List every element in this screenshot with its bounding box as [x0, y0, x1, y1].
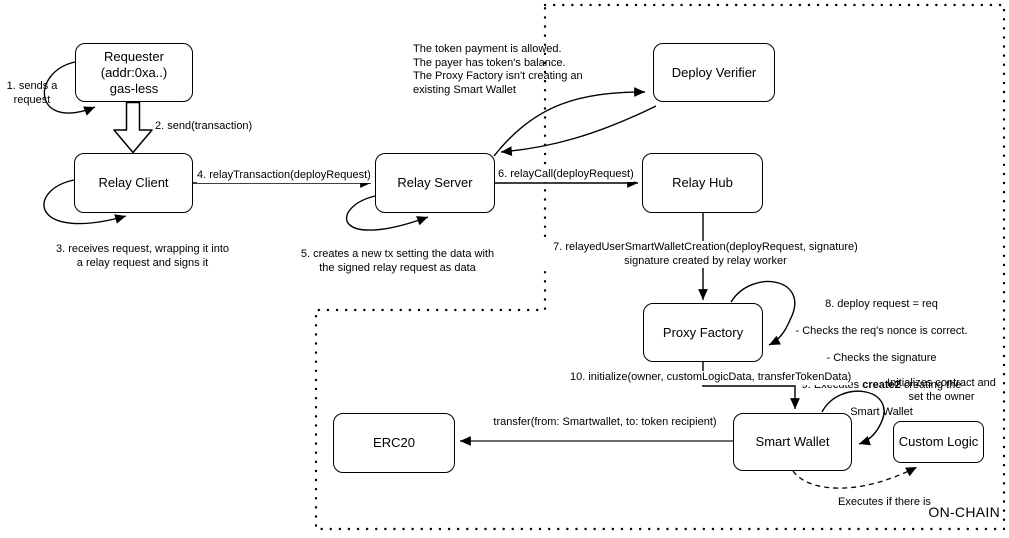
label-step8-line2: - Checks the req's nonce is correct. [795, 324, 968, 337]
label-step10: 10. initialize(owner, customLogicData, t… [570, 371, 852, 385]
label-step8-9: 8. deploy request = req - Checks the req… [778, 284, 985, 433]
label-step8-line1: 8. deploy request = req [825, 297, 938, 310]
node-requester: Requester (addr:0xa..) gas-less [75, 43, 193, 102]
node-smart-wallet: Smart Wallet [733, 413, 852, 471]
label-step7: 7. relayedUserSmartWalletCreation(deploy… [543, 241, 868, 268]
arrow-verifier-to-server [500, 105, 657, 156]
node-custom-logic: Custom Logic [893, 421, 984, 463]
label-step5: 5. creates a new tx setting the data wit… [300, 248, 495, 274]
label-transfer: transfer(from: Smartwallet, to: token re… [490, 416, 720, 430]
label-on-chain: ON-CHAIN [928, 504, 1000, 520]
label-verifier-note: The token payment is allowed. The payer … [413, 43, 583, 96]
label-step2: 2. send(transaction) [155, 120, 253, 134]
self-loop-smart-wallet [821, 390, 885, 446]
label-step6: 6. relayCall(deployRequest) [498, 168, 634, 182]
label-step9-line2: Smart Wallet [850, 405, 913, 418]
label-step1: 1. sends a request [6, 80, 58, 106]
label-init-note: Initializes contract and set the owner [887, 377, 996, 403]
arrow-executes-custom-logic [792, 466, 918, 489]
node-proxy-factory: Proxy Factory [643, 303, 763, 362]
node-deploy-verifier: Deploy Verifier [653, 43, 775, 102]
label-step8-line3: - Checks the signature [826, 351, 937, 364]
arrow-send-transaction [113, 101, 153, 154]
self-loop-relay-client [43, 179, 127, 225]
self-loop-requester [43, 61, 96, 116]
node-erc20: ERC20 [333, 413, 455, 473]
arrow-server-to-verifier [493, 87, 646, 157]
self-loop-proxy-factory [730, 280, 796, 346]
node-relay-client: Relay Client [74, 153, 193, 213]
label-step3: 3. receives request, wrapping it into a … [55, 243, 230, 269]
node-relay-server: Relay Server [375, 153, 495, 213]
label-step4: 4. relayTransaction(deployRequest) [197, 169, 371, 183]
node-relay-hub: Relay Hub [642, 153, 763, 213]
label-executes-note: Executes if there is [838, 496, 931, 510]
self-loop-relay-server [346, 195, 429, 231]
